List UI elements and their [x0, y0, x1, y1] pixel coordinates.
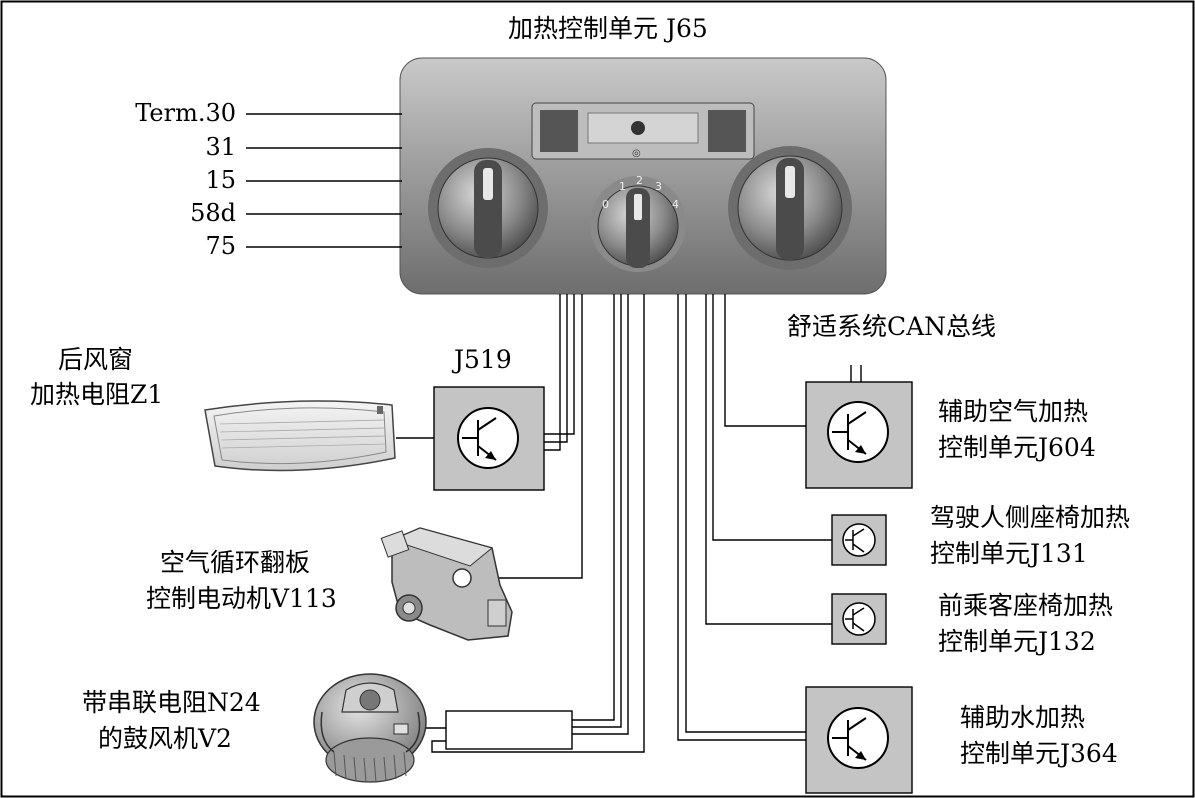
j604-label-line2: 控制单元J604 — [938, 433, 1096, 462]
can-bus-label: 舒适系统CAN总线 — [787, 312, 997, 341]
knob-scale-1: 1 — [619, 180, 626, 193]
terminal-label-30: Term.30 — [135, 99, 236, 127]
right-knob — [728, 146, 852, 270]
diagram-title: 加热控制单元 J65 — [508, 14, 708, 43]
wiring-harness — [396, 294, 862, 753]
j364-label-line2: 控制单元J364 — [960, 739, 1118, 768]
svg-text:◎: ◎ — [632, 148, 641, 159]
rear-window-label-line1: 后风窗 — [58, 345, 134, 374]
series-resistor-box — [445, 710, 573, 750]
j132-label-line1: 前乘客座椅加热 — [938, 591, 1114, 620]
flap-motor-illustration — [380, 527, 513, 641]
blower-label-line2: 的鼓风机V2 — [98, 724, 232, 753]
blower-label-line1: 带串联电阻N24 — [82, 688, 261, 717]
left-knob — [428, 148, 548, 268]
j132-label-line2: 控制单元J132 — [938, 627, 1096, 656]
blower-illustration — [313, 673, 427, 783]
knob-scale-0: 0 — [602, 198, 609, 211]
flap-motor-label-line2: 控制电动机V113 — [146, 584, 337, 613]
center-knob: 0 1 2 3 4 — [590, 174, 686, 272]
knob-scale-4: 4 — [672, 198, 679, 211]
control-unit-panel: ◎ 0 1 2 3 4 — [399, 57, 887, 295]
module-j604 — [805, 381, 913, 489]
relay-j519-label: J519 — [454, 345, 512, 374]
terminal-label-31: 31 — [205, 133, 236, 161]
terminal-label-58d: 58d — [190, 199, 236, 227]
knob-scale-2: 2 — [636, 174, 643, 187]
module-j131 — [831, 514, 887, 566]
flap-motor-label-line1: 空气循环翻板 — [160, 548, 311, 577]
module-j132 — [831, 593, 887, 645]
rear-window-illustration — [204, 400, 396, 472]
j131-label-line1: 驾驶人侧座椅加热 — [930, 503, 1131, 532]
terminal-label-75: 75 — [205, 232, 236, 260]
j131-label-line2: 控制单元J131 — [930, 539, 1088, 568]
terminal-lines — [246, 113, 402, 248]
terminal-label-15: 15 — [205, 166, 236, 194]
knob-scale-3: 3 — [655, 180, 662, 193]
j364-label-line1: 辅助水加热 — [960, 703, 1086, 732]
rear-window-label-line2: 加热电阻Z1 — [30, 380, 164, 409]
j604-label-line1: 辅助空气加热 — [938, 397, 1089, 426]
module-j364 — [805, 686, 913, 794]
relay-module-j519 — [433, 386, 545, 491]
